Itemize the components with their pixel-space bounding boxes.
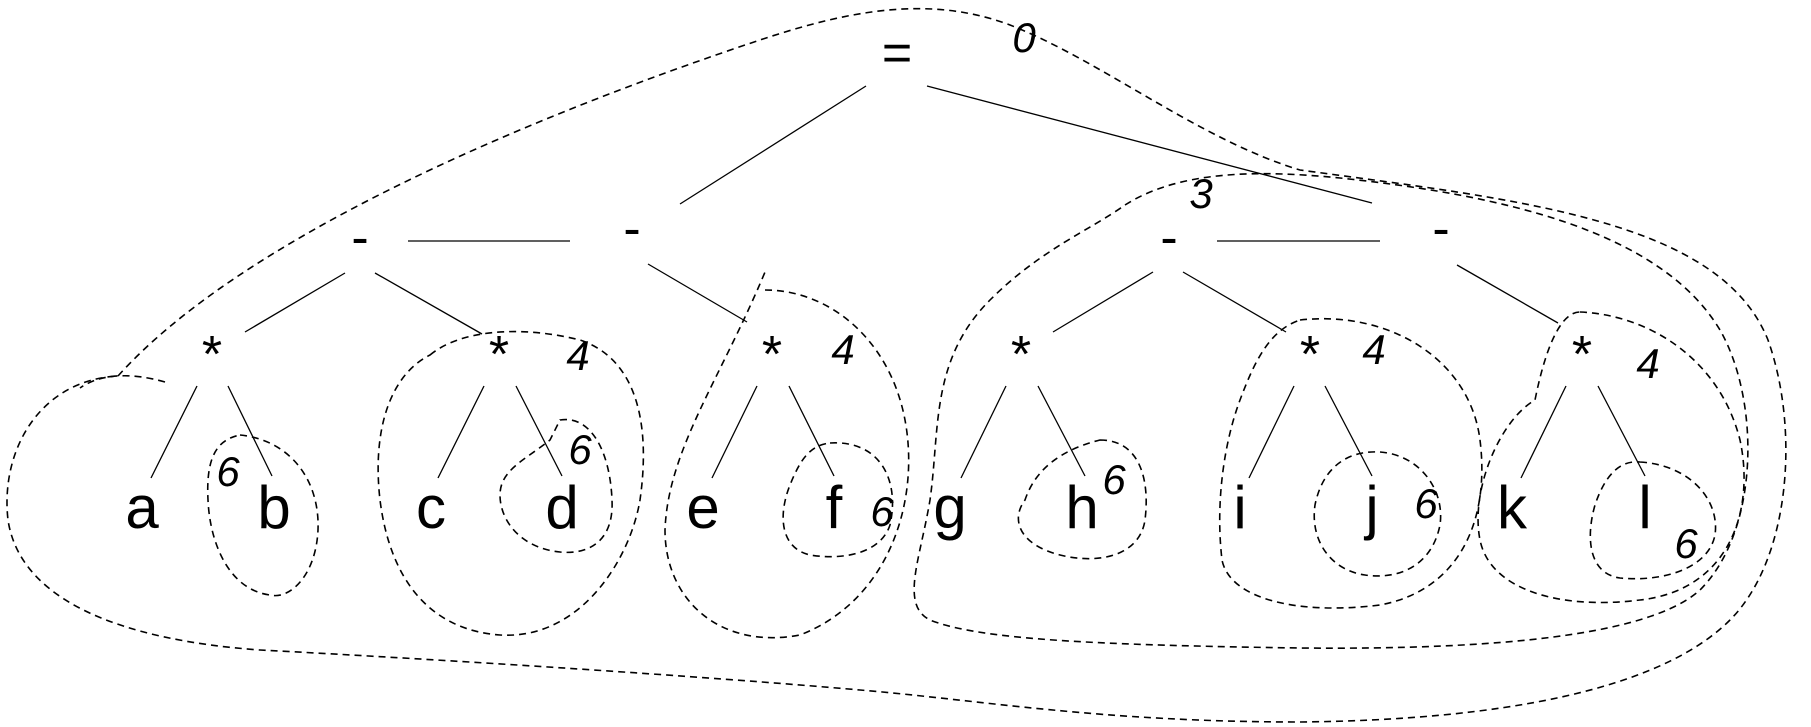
region-star-ef [664, 271, 910, 639]
edge-s5-j [1324, 385, 1373, 477]
region-star-kl [1477, 311, 1745, 604]
node-minus-2: - [623, 200, 640, 258]
node-star-5: * [1300, 326, 1320, 384]
region-leaf-j [1313, 451, 1442, 577]
node-minus-4: - [1432, 200, 1449, 258]
leaf-k: k [1497, 474, 1528, 541]
annotation-leaf-h: 6 [1102, 456, 1126, 503]
edge-root-m4 [926, 85, 1373, 204]
region-left-lobe [79, 374, 166, 389]
leaf-d: d [545, 474, 578, 541]
node-star-2: * [489, 326, 509, 384]
region-leaf-f [782, 442, 894, 558]
leaf-g: g [933, 474, 966, 541]
region-leaf-l [1589, 461, 1717, 580]
node-star-4: * [1011, 326, 1031, 384]
region-annotations: 0 3 4 4 4 4 6 6 6 6 6 6 [216, 14, 1698, 567]
leaf-l: l [1638, 474, 1651, 541]
annotation-minus-3: 3 [1189, 170, 1212, 217]
edge-m3-s4 [1052, 271, 1154, 333]
edge-s2-c [437, 385, 485, 479]
region-star-ij [1218, 318, 1483, 609]
node-root-equals: = [882, 24, 912, 82]
annotation-root: 0 [1012, 14, 1036, 61]
tree-edges [150, 85, 1646, 479]
edge-s3-f [788, 385, 835, 477]
leaf-e: e [686, 474, 719, 541]
leaf-a: a [125, 474, 159, 541]
leaf-nodes: a b c d e f g h i j k l [125, 474, 1651, 541]
edge-s4-g [960, 385, 1007, 479]
annotation-star-5: 4 [1362, 326, 1385, 373]
annotation-leaf-j: 6 [1414, 480, 1438, 527]
edge-m1-s2 [374, 272, 483, 335]
edge-s6-l [1597, 385, 1646, 477]
edge-s1-a [150, 385, 198, 479]
node-minus-1: - [351, 209, 368, 267]
annotation-star-3: 4 [831, 326, 854, 373]
region-leaf-d [499, 418, 613, 554]
annotation-star-6: 4 [1636, 340, 1659, 387]
leaf-j: j [1363, 474, 1378, 541]
edge-s2-d [515, 385, 563, 477]
edge-m1-s1 [244, 272, 346, 333]
edge-s5-i [1248, 385, 1295, 479]
annotation-leaf-l: 6 [1674, 520, 1698, 567]
edge-m2-s3 [647, 263, 748, 323]
region-outlines [6, 7, 1787, 723]
leaf-i: i [1233, 474, 1246, 541]
region-right-minus [913, 172, 1749, 649]
leaf-f: f [826, 474, 843, 541]
annotation-leaf-d: 6 [568, 426, 592, 473]
annotation-star-2: 4 [566, 332, 589, 379]
edge-m4-s6 [1456, 264, 1559, 324]
annotation-leaf-b: 6 [216, 448, 240, 495]
region-star-cd [377, 330, 645, 636]
edge-s1-b [227, 385, 273, 477]
node-star-6: * [1572, 326, 1592, 384]
node-star-3: * [762, 326, 782, 384]
operator-nodes: = - - - - * * * * * * [202, 24, 1592, 384]
edge-root-m2 [679, 85, 867, 205]
edge-m3-s5 [1182, 271, 1287, 333]
edge-s6-k [1520, 385, 1567, 479]
region-leaf-h [1017, 439, 1147, 560]
leaf-c: c [416, 474, 446, 541]
region-root [6, 7, 1787, 723]
annotation-leaf-f: 6 [870, 488, 894, 535]
leaf-h: h [1065, 474, 1098, 541]
node-minus-3: - [1160, 209, 1177, 267]
node-star-1: * [202, 326, 222, 384]
edge-s4-h [1037, 385, 1086, 477]
edge-s3-e [711, 385, 758, 479]
leaf-b: b [257, 474, 290, 541]
